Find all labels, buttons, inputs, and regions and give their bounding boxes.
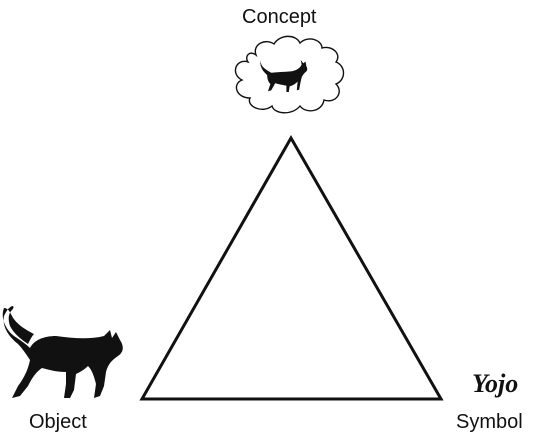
symbol-word: Yojo <box>472 369 519 398</box>
object-cat-icon <box>2 306 123 398</box>
concept-label: Concept <box>242 6 317 28</box>
triangle <box>139 134 444 401</box>
concept-cat-icon <box>260 58 308 92</box>
symbol-label: Symbol <box>456 411 523 433</box>
object-label: Object <box>29 411 87 433</box>
